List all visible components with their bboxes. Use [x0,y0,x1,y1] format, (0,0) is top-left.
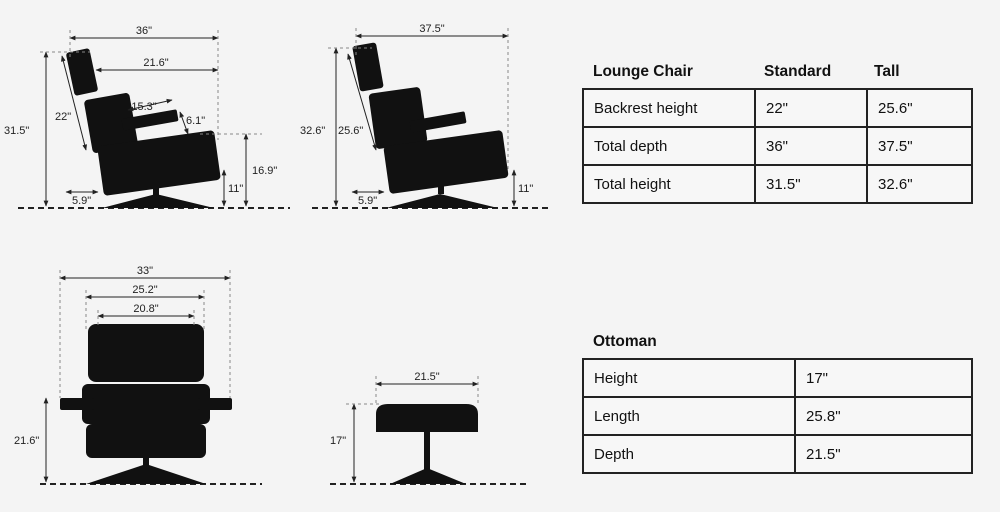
lounge-chair-table: Backrest height 22" 25.6" Total depth 36… [582,88,973,204]
chair-silhouette-standard [66,48,221,208]
standard-value: 36" [754,126,868,166]
tall-value: 32.6" [866,164,973,204]
side-view-tall: 37.5" 32.6" 25.6" 11" 5.9" [300,23,550,209]
dim-seat-depth: 21.6" [143,57,168,69]
tall-value: 37.5" [866,126,973,166]
dim-backrest: 22" [55,111,71,123]
column-standard: Standard [764,63,832,80]
standard-value: 22" [754,88,868,128]
table-row: Length 25.8" [582,396,973,436]
dim-base-offset: 5.9" [358,195,377,207]
dim-width: 33" [137,265,153,277]
row-label: Height [582,358,796,398]
table-row: Total height 31.5" 32.6" [582,164,973,204]
dim-arm-height: 21.6" [14,435,39,447]
dim-base-offset: 5.9" [72,195,91,207]
row-label: Depth [582,434,796,474]
table-row: Depth 21.5" [582,434,973,474]
lounge-chair-title: Lounge Chair [593,63,693,80]
table-row: Height 17" [582,358,973,398]
standard-value: 31.5" [754,164,868,204]
dim-armrest: 15.3" [131,101,156,113]
dim-arm-height: 6.1" [186,115,205,127]
chair-silhouette-front [60,324,232,484]
dim-height: 32.6" [300,125,325,137]
table-row: Backrest height 22" 25.6" [582,88,973,128]
dim-width: 21.5" [414,371,439,383]
dim-base-height: 11" [228,183,243,195]
dim-width: 37.5" [419,23,444,35]
dim-inner-width: 25.2" [132,284,157,296]
tall-value: 25.6" [866,88,973,128]
dim-seat-height: 16.9" [252,165,277,177]
front-view: 33" 25.2" 20.8" 21.6" [14,265,262,485]
row-value: 21.5" [794,434,973,474]
side-view-standard: 36" 21.6" 15.3" 31.5" 22" 6.1" 16.9" 11"… [4,25,290,209]
ottoman-view: 21.5" 17" [330,371,530,485]
dim-height: 17" [330,435,346,447]
chair-silhouette-tall [352,42,509,208]
ottoman-title: Ottoman [593,333,657,350]
row-label: Backrest height [582,88,756,128]
column-tall: Tall [874,63,900,80]
ottoman-silhouette [376,404,478,484]
row-label: Total height [582,164,756,204]
row-label: Length [582,396,796,436]
row-value: 25.8" [794,396,973,436]
table-row: Total depth 36" 37.5" [582,126,973,166]
dim-backrest: 25.6" [338,125,363,137]
dim-height: 31.5" [4,125,29,137]
dim-base-height: 11" [518,183,533,195]
row-value: 17" [794,358,973,398]
ottoman-table: Height 17" Length 25.8" Depth 21.5" [582,358,973,474]
dim-seat-width: 20.8" [133,303,158,315]
row-label: Total depth [582,126,756,166]
dim-width: 36" [136,25,152,37]
